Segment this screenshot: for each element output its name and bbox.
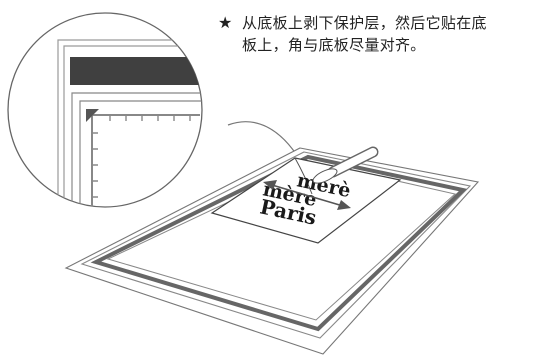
corner-arrow-icon — [86, 109, 99, 122]
spatula-tool-icon — [312, 146, 379, 184]
double-arrow-icon — [263, 180, 351, 210]
mat-grid-border — [90, 154, 468, 332]
ruler-ticks — [92, 115, 191, 198]
mat-top-band — [70, 57, 202, 85]
magnified-corner-inset — [7, 12, 203, 208]
star-icon: ★ — [218, 13, 233, 32]
instruction-line-1: 从底板上剥下保护层，然后它贴在底 — [242, 14, 487, 32]
sheet-outline — [210, 157, 402, 244]
instruction-note: ★ 从底板上剥下保护层，然后它贴在底 板上，角与底板尽量对齐。 — [218, 12, 558, 56]
cutting-sheet: mérè mère Paris — [210, 157, 402, 244]
instruction-line-2: 板上，角与底板尽量对齐。 — [242, 36, 426, 54]
